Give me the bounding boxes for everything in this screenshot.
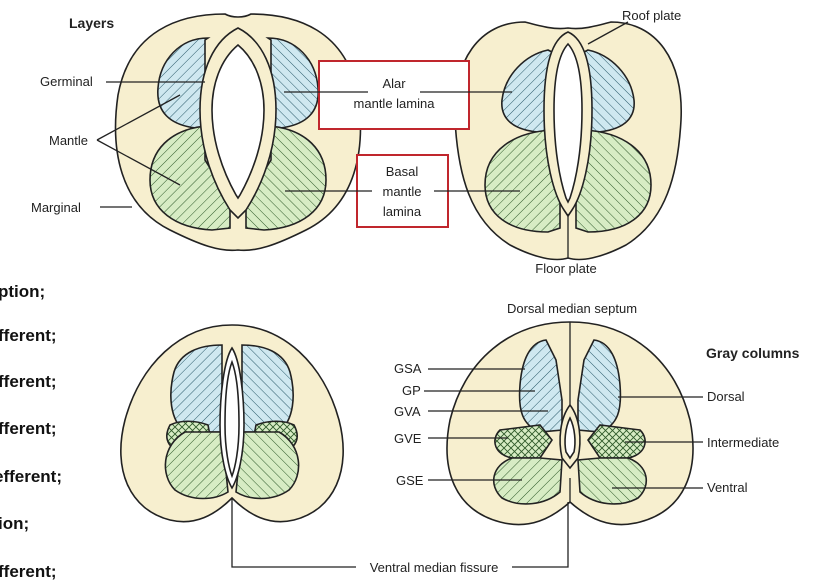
left-text-line-2: fferent; <box>0 326 57 345</box>
ventral-median-fissure-label: Ventral median fissure <box>370 560 499 575</box>
intermediate-label: Intermediate <box>707 435 779 450</box>
floor-plate-label: Floor plate <box>535 261 596 276</box>
dorsal-label: Dorsal <box>707 389 745 404</box>
left-text-line-3: fferent; <box>0 372 57 391</box>
left-text-line-1: ption; <box>0 282 45 301</box>
ventral-label: Ventral <box>707 480 748 495</box>
central-canal-inner <box>225 362 239 476</box>
basal-label-line2: mantle <box>382 184 421 199</box>
dorsal-median-septum-label: Dorsal median septum <box>507 301 637 316</box>
gsa-label: GSA <box>394 361 422 376</box>
layers-title: Layers <box>69 15 114 31</box>
alar-label-line1: Alar <box>382 76 406 91</box>
ventral-column-left <box>494 458 562 504</box>
gse-label: GSE <box>396 473 424 488</box>
basal-plate-left <box>165 432 228 499</box>
basal-plate-right <box>236 432 299 499</box>
mantle-label: Mantle <box>49 133 88 148</box>
neural-tube-top-left <box>116 14 361 250</box>
left-text-line-5: efferent; <box>0 467 62 486</box>
alar-label-line2: mantle lamina <box>354 96 436 111</box>
gray-columns-label: Gray columns <box>706 345 800 361</box>
marginal-label: Marginal <box>31 200 81 215</box>
left-text-line-4: fferent; <box>0 419 57 438</box>
gp-label: GP <box>402 383 421 398</box>
intermediate-column-left <box>495 425 552 458</box>
left-text-line-6: ion; <box>0 514 29 533</box>
alar-highlight-box <box>319 61 469 129</box>
roof-plate-label: Roof plate <box>622 8 681 23</box>
ventral-column-right <box>578 458 646 504</box>
spinal-cord-bottom-left <box>121 325 343 522</box>
left-text-line-7: fferent; <box>0 562 57 581</box>
germinal-label: Germinal <box>40 74 93 89</box>
basal-label-line1: Basal <box>386 164 419 179</box>
spinal-cord-bottom-right <box>447 322 693 525</box>
gve-label: GVE <box>394 431 422 446</box>
basal-label-line3: lamina <box>383 204 422 219</box>
gva-label: GVA <box>394 404 421 419</box>
